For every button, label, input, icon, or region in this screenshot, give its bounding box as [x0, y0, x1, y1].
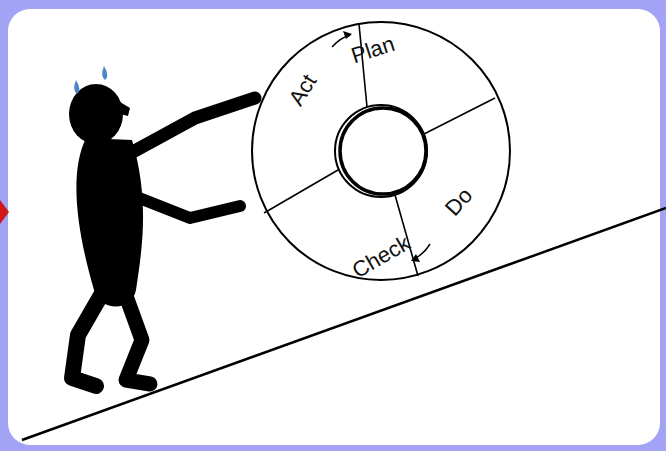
pdca-wheel	[252, 22, 510, 280]
pdca-stage-label: Plan	[349, 33, 398, 68]
pdca-stage-label: Do	[441, 184, 476, 220]
sweat-drops	[74, 66, 107, 94]
stick-figure	[69, 84, 255, 386]
red-arrow-tip	[0, 200, 9, 224]
pdca-stage-label: Act	[285, 71, 321, 110]
panel	[8, 9, 660, 445]
pdca-stage-label: Check	[348, 232, 413, 282]
